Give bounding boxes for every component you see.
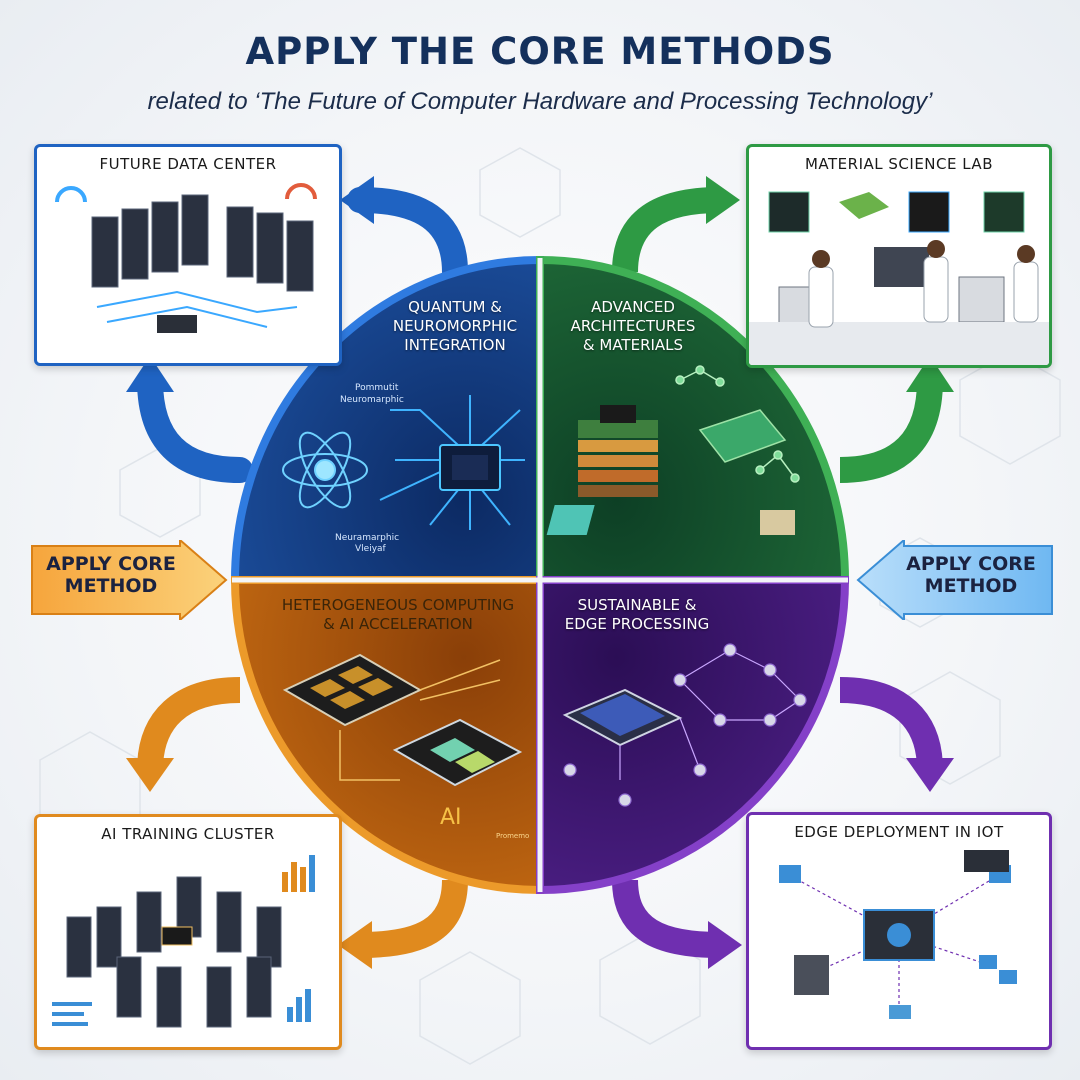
title-line: & AI ACCELERATION	[323, 615, 473, 633]
card-material-science-lab: MATERIAL SCIENCE LAB	[746, 144, 1052, 368]
title-line: ADVANCED	[591, 298, 675, 316]
card-title: MATERIAL SCIENCE LAB	[804, 155, 993, 173]
apply-arrow-left-shape	[31, 540, 228, 620]
card-title: AI TRAINING CLUSTER	[101, 825, 275, 843]
chip-icon	[768, 191, 1025, 233]
title-line: EDGE PROCESSING	[564, 615, 710, 633]
gauge-icon	[285, 183, 317, 200]
title-line: SUSTAINABLE &	[577, 596, 697, 614]
title-line: NEUROMORPHIC	[392, 317, 518, 335]
apply-core-method-left: APPLY CORE METHOD	[36, 553, 186, 597]
card-ai-training-cluster: AI TRAINING CLUSTER	[34, 814, 342, 1050]
card-title: FUTURE DATA CENTER	[99, 155, 277, 173]
purple-arrows	[612, 677, 954, 969]
cluster-scene	[52, 855, 315, 1028]
bar-chart-icon	[282, 855, 315, 1022]
blurred-label: Vleiyaf	[355, 544, 387, 554]
quadrant-bottom-right	[536, 576, 850, 895]
lattice-icon	[546, 505, 795, 535]
card-future-data-center: FUTURE DATA CENTER	[34, 144, 342, 366]
green-arrows	[612, 176, 954, 483]
page-subtitle: related to ‘The Future of Computer Hardw…	[147, 88, 933, 115]
lab-scene	[749, 191, 1049, 365]
title-line: HETEROGENEOUS COMPUTING	[281, 596, 515, 614]
layered-chip-icon	[578, 405, 658, 497]
blue-arrows	[126, 176, 468, 483]
apply-line: METHOD	[924, 575, 1018, 597]
ai-badge: AI	[440, 805, 462, 830]
blurred-label: Neuramarphic	[335, 533, 399, 543]
quadrant-title-sustainable: SUSTAINABLE & EDGE PROCESSING	[552, 596, 722, 634]
apply-line: METHOD	[64, 575, 158, 597]
card-edge-deployment-iot: EDGE DEPLOYMENT IN IOT	[746, 812, 1052, 1050]
card-title: EDGE DEPLOYMENT IN IOT	[794, 823, 1004, 841]
graphene-sheet-icon	[698, 409, 787, 463]
page-title: APPLY THE CORE METHODS	[245, 30, 835, 73]
title-line: & MATERIALS	[582, 336, 684, 354]
quadrant-title-heterogeneous: HETEROGENEOUS COMPUTING & AI ACCELERATIO…	[262, 596, 534, 634]
orange-arrows	[126, 677, 468, 969]
title-line: ARCHITECTURES	[570, 317, 696, 335]
quadrant-bottom-left	[230, 576, 544, 895]
server-rack-icon	[55, 183, 317, 333]
blurred-label: Pommutit	[355, 383, 399, 393]
apply-arrow-right-shape	[856, 540, 1053, 620]
iot-scene	[779, 850, 1017, 1019]
molecule-icon	[675, 365, 800, 483]
blurred-label: Neuromarphic	[340, 395, 404, 405]
quadrant-title-quantum: QUANTUM & NEUROMORPHIC INTEGRATION	[370, 298, 540, 355]
blurred-label: Promemo	[496, 832, 529, 840]
apply-line: APPLY CORE	[906, 553, 1036, 575]
apply-core-method-right: APPLY CORE METHOD	[896, 553, 1046, 597]
gpu-chip-icon	[392, 718, 523, 787]
apply-line: APPLY CORE	[46, 553, 176, 575]
title-line: QUANTUM &	[408, 298, 502, 316]
atom-icon	[282, 431, 368, 509]
neuromorphic-chip-icon	[379, 395, 525, 530]
quadrant-title-architectures: ADVANCED ARCHITECTURES & MATERIALS	[548, 298, 718, 355]
title-line: INTEGRATION	[404, 336, 506, 354]
